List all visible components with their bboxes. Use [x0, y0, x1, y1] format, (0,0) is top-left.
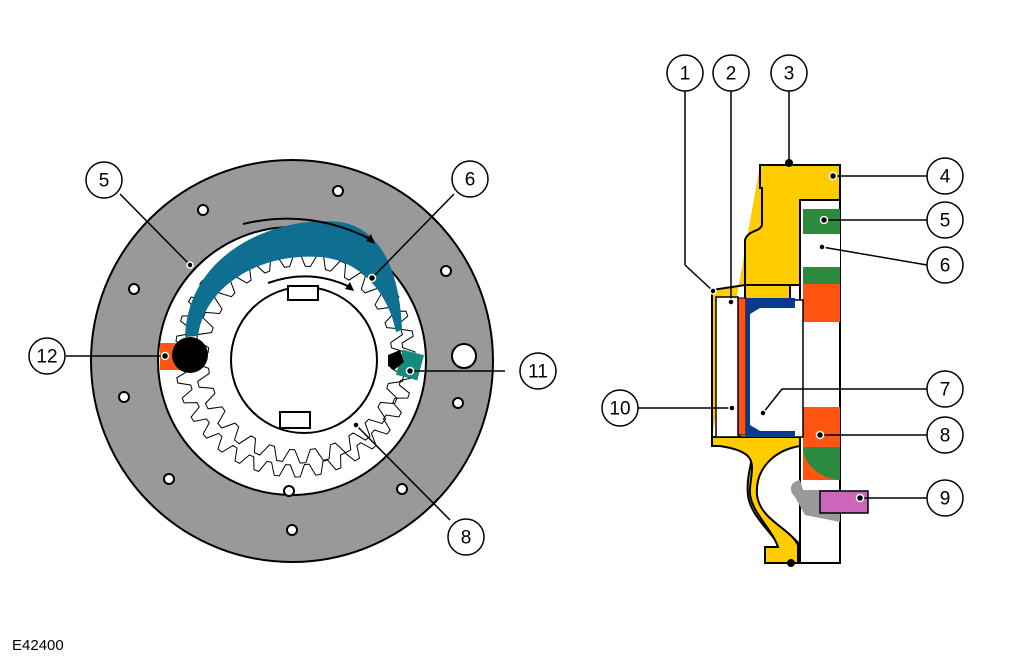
- arrow-head: [345, 282, 354, 291]
- bolt-hole: [163, 473, 175, 485]
- leader-lines-right: [638, 91, 932, 499]
- vane-right: [388, 350, 404, 370]
- bolt-hole: [283, 485, 295, 497]
- svg-text:12: 12: [36, 347, 57, 368]
- rotation-arrow-outer: [242, 217, 373, 241]
- seal-ring: [715, 296, 739, 438]
- rotation-arrow-inner: [267, 275, 351, 288]
- svg-text:8: 8: [940, 426, 951, 447]
- callout-8: 8: [447, 518, 485, 556]
- svg-text:4: 4: [940, 167, 951, 188]
- callout-6: 6: [926, 246, 964, 284]
- bolt-hole: [128, 283, 140, 295]
- leader-dots-right: [709, 171, 865, 503]
- o-ring-top: [785, 159, 793, 167]
- relief-valve-plug: [819, 490, 869, 514]
- pump-body-lower: [711, 436, 801, 564]
- callout-3: 3: [770, 54, 808, 92]
- callout-11: 11: [519, 352, 557, 390]
- inner-rotor-section-bottom: [803, 407, 840, 447]
- front-view: 5 6 8 11 12: [28, 159, 557, 563]
- callout-5: 5: [926, 201, 964, 239]
- bolt-hole: [440, 265, 452, 277]
- leader-dots: [160, 261, 415, 429]
- pump-body-upper: [744, 164, 841, 286]
- bolt-hole: [396, 483, 408, 495]
- callout-4: 4: [926, 157, 964, 195]
- orange-corner: [803, 450, 838, 480]
- svg-text:9: 9: [940, 489, 951, 510]
- figure-id: E42400: [12, 637, 64, 654]
- svg-text:3: 3: [784, 64, 795, 85]
- svg-text:6: 6: [940, 256, 951, 277]
- outer-rotor-section-lower: [803, 267, 840, 284]
- section-view: 1 2 3 4 5 6 7 8 9 10: [601, 54, 964, 567]
- svg-text:6: 6: [465, 170, 476, 191]
- callout-5: 5: [85, 161, 123, 199]
- pressure-crescent: [185, 221, 402, 337]
- callout-9: 9: [926, 479, 964, 517]
- leader-lines: [66, 193, 505, 521]
- callout-1: 1: [666, 54, 704, 92]
- svg-text:5: 5: [940, 211, 951, 232]
- callout-6: 6: [451, 160, 489, 198]
- svg-text:1: 1: [680, 64, 691, 85]
- bolt-hole: [332, 185, 344, 197]
- svg-text:11: 11: [528, 362, 548, 383]
- svg-text:8: 8: [461, 528, 472, 549]
- bolt-hole: [118, 391, 130, 403]
- drive-key-top: [287, 285, 319, 301]
- callout-8: 8: [926, 416, 964, 454]
- outlet-port: [396, 349, 424, 381]
- bolt-hole: [197, 204, 209, 216]
- callout-7: 7: [926, 370, 964, 408]
- callout-2: 2: [712, 54, 750, 92]
- svg-text:2: 2: [726, 64, 737, 85]
- bolt-hole: [286, 524, 298, 536]
- inner-rotor-section-top: [803, 284, 840, 322]
- bolt-hole: [451, 343, 477, 369]
- svg-text:10: 10: [609, 399, 630, 420]
- callout-10: 10: [601, 389, 639, 427]
- svg-text:5: 5: [99, 171, 110, 192]
- bolt-holes: [118, 185, 477, 536]
- arrow-head: [366, 234, 375, 244]
- bolt-hole: [452, 397, 464, 409]
- o-ring-bottom: [787, 559, 795, 567]
- callout-12: 12: [28, 337, 66, 375]
- vane-left: [172, 337, 208, 373]
- svg-text:7: 7: [940, 380, 951, 401]
- oil-seal-navy: [746, 298, 795, 437]
- drive-key-bottom: [279, 411, 311, 429]
